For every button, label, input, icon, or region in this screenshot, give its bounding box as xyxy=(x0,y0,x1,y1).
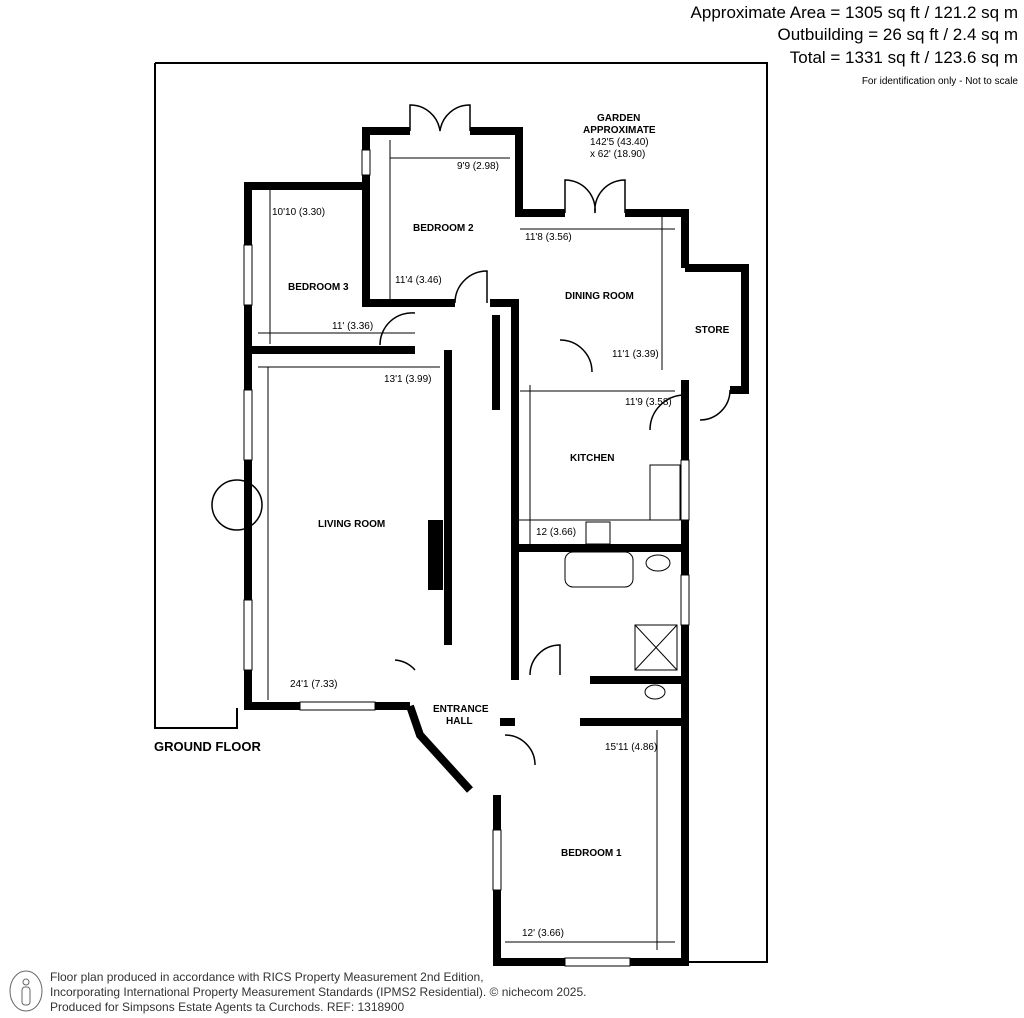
bedroom2-height: 11'4 (3.46) xyxy=(395,275,442,286)
door-swings xyxy=(211,104,731,766)
bedroom2-width: 9'9 (2.98) xyxy=(457,161,499,172)
dining-height: 11'1 (3.39) xyxy=(612,349,659,360)
footer-line-2: Incorporating International Property Mea… xyxy=(50,985,587,999)
entrance-label: ENTRANCE xyxy=(433,704,489,715)
garden-approx-label: APPROXIMATE xyxy=(583,125,656,136)
garden-dim-length: 142'5 (43.40) xyxy=(590,137,649,148)
kitchen-width: 11'9 (3.58) xyxy=(625,397,672,408)
bedroom1-width: 12' (3.66) xyxy=(522,928,564,939)
living-width: 13'1 (3.99) xyxy=(384,374,432,385)
dining-width: 11'8 (3.56) xyxy=(525,232,572,243)
bedroom3-label: BEDROOM 3 xyxy=(288,282,349,293)
dining-room-label: DINING ROOM xyxy=(565,291,634,302)
walls xyxy=(244,127,749,966)
bedroom3-width: 11' (3.36) xyxy=(332,321,373,332)
kitchen-label: KITCHEN xyxy=(570,453,614,464)
dimension-lines xyxy=(258,140,675,950)
garden-boundary xyxy=(154,62,768,963)
living-height: 24'1 (7.33) xyxy=(290,679,338,690)
bedroom1-label: BEDROOM 1 xyxy=(561,848,622,859)
total-area: Total = 1331 sq ft / 123.6 sq m xyxy=(789,48,1018,67)
kitchen-height: 12 (3.66) xyxy=(536,527,576,538)
living-room-label: LIVING ROOM xyxy=(318,519,385,530)
bedroom3-height: 10'10 (3.30) xyxy=(272,207,325,218)
fixtures xyxy=(515,464,681,700)
person-icon xyxy=(9,970,43,1012)
floor-label: GROUND FLOOR xyxy=(154,739,261,754)
footer-text: Floor plan produced in accordance with R… xyxy=(50,970,586,1015)
scale-note: For identification only - Not to scale xyxy=(861,76,1018,87)
garden-label: GARDEN xyxy=(597,113,640,124)
approximate-area: Approximate Area = 1305 sq ft / 121.2 sq… xyxy=(690,3,1018,22)
store-label: STORE xyxy=(695,325,730,336)
fireplace xyxy=(428,520,443,590)
bedroom1-height: 15'11 (4.86) xyxy=(605,742,657,753)
footer-line-1: Floor plan produced in accordance with R… xyxy=(50,970,484,984)
outbuilding-area: Outbuilding = 26 sq ft / 2.4 sq m xyxy=(777,25,1019,44)
garden-dim-width: x 62' (18.90) xyxy=(590,149,645,160)
windows xyxy=(243,149,690,967)
footer-line-3: Produced for Simpsons Estate Agents ta C… xyxy=(50,1000,405,1014)
hall-label: HALL xyxy=(446,716,473,727)
bedroom2-label: BEDROOM 2 xyxy=(413,223,474,234)
